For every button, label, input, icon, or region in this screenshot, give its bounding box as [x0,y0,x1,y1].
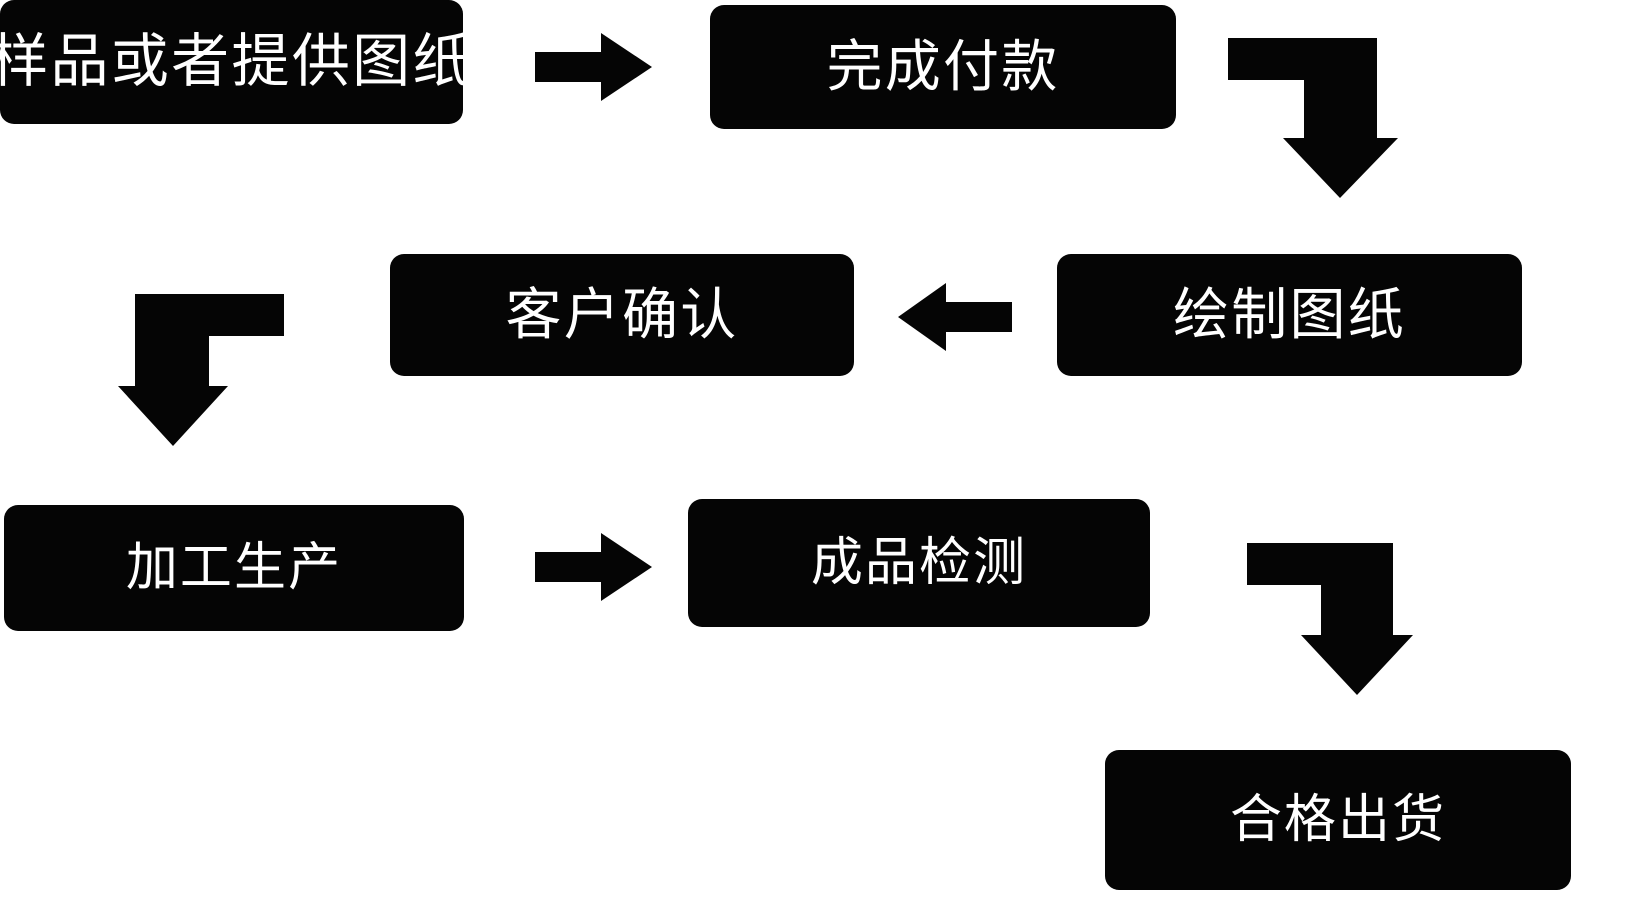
arrow-sample-to-payment [535,33,652,101]
arrow-production-to-inspection [535,533,652,601]
arrow-inspection-to-shipment [1247,543,1413,695]
node-finished-inspection[interactable]: 成品检测 [688,499,1150,627]
node-label-draw-drawing: 绘制图纸 [1173,283,1406,346]
node-label-finished-inspection: 成品检测 [810,534,1028,592]
node-draw-drawing[interactable]: 绘制图纸 [1057,254,1522,376]
arrow-confirm-to-production [118,294,284,446]
arrow-payment-to-drawing [1228,38,1398,198]
node-complete-payment[interactable]: 完成付款 [710,5,1176,129]
node-label-sample-or-drawing: 样品或者提供图纸 [0,29,473,94]
node-label-qualified-shipment: 合格出货 [1229,791,1447,849]
node-customer-confirm[interactable]: 客户确认 [390,254,854,376]
node-sample-or-drawing[interactable]: 样品或者提供图纸 [0,0,470,124]
node-qualified-shipment[interactable]: 合格出货 [1105,750,1571,890]
node-label-customer-confirm: 客户确认 [505,283,739,346]
node-label-production: 加工生产 [125,539,343,597]
node-label-complete-payment: 完成付款 [826,35,1060,98]
node-production[interactable]: 加工生产 [4,505,464,631]
arrow-drawing-to-confirm [898,283,1012,351]
